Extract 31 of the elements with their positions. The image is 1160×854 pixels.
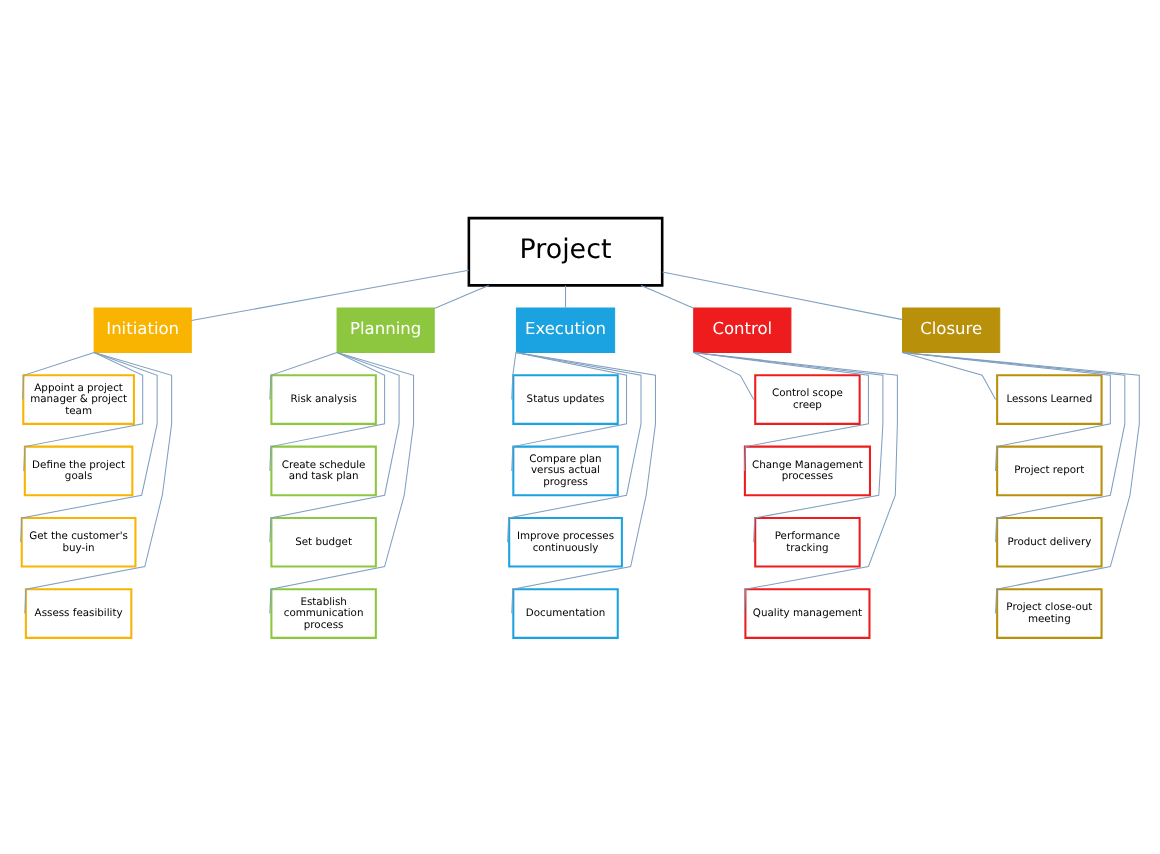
connector bbox=[190, 268, 470, 320]
connector bbox=[693, 351, 898, 614]
connector bbox=[269, 351, 338, 400]
connector bbox=[902, 351, 1140, 614]
connector bbox=[640, 283, 695, 308]
connector bbox=[20, 351, 158, 542]
connector bbox=[902, 351, 997, 400]
connector bbox=[511, 351, 628, 471]
connector bbox=[902, 351, 1111, 471]
node-box: Control bbox=[693, 306, 792, 353]
node-box: Initiation bbox=[93, 306, 192, 353]
connector bbox=[269, 351, 386, 471]
connector bbox=[269, 351, 400, 542]
connector bbox=[693, 351, 869, 471]
node-box: Planning bbox=[336, 306, 435, 353]
connector bbox=[902, 351, 1126, 542]
node-box: Project bbox=[467, 215, 664, 286]
connector bbox=[24, 351, 173, 614]
connector bbox=[565, 284, 567, 308]
connector bbox=[23, 351, 144, 471]
connector bbox=[507, 351, 642, 542]
connector bbox=[693, 351, 755, 400]
connector bbox=[693, 351, 884, 542]
connector bbox=[433, 283, 490, 309]
connector bbox=[511, 351, 656, 614]
node-box: Execution bbox=[515, 306, 616, 353]
connector bbox=[269, 351, 415, 614]
connector bbox=[511, 351, 517, 400]
connector bbox=[661, 270, 904, 320]
connector bbox=[22, 351, 95, 400]
node-box: Closure bbox=[902, 306, 1001, 353]
